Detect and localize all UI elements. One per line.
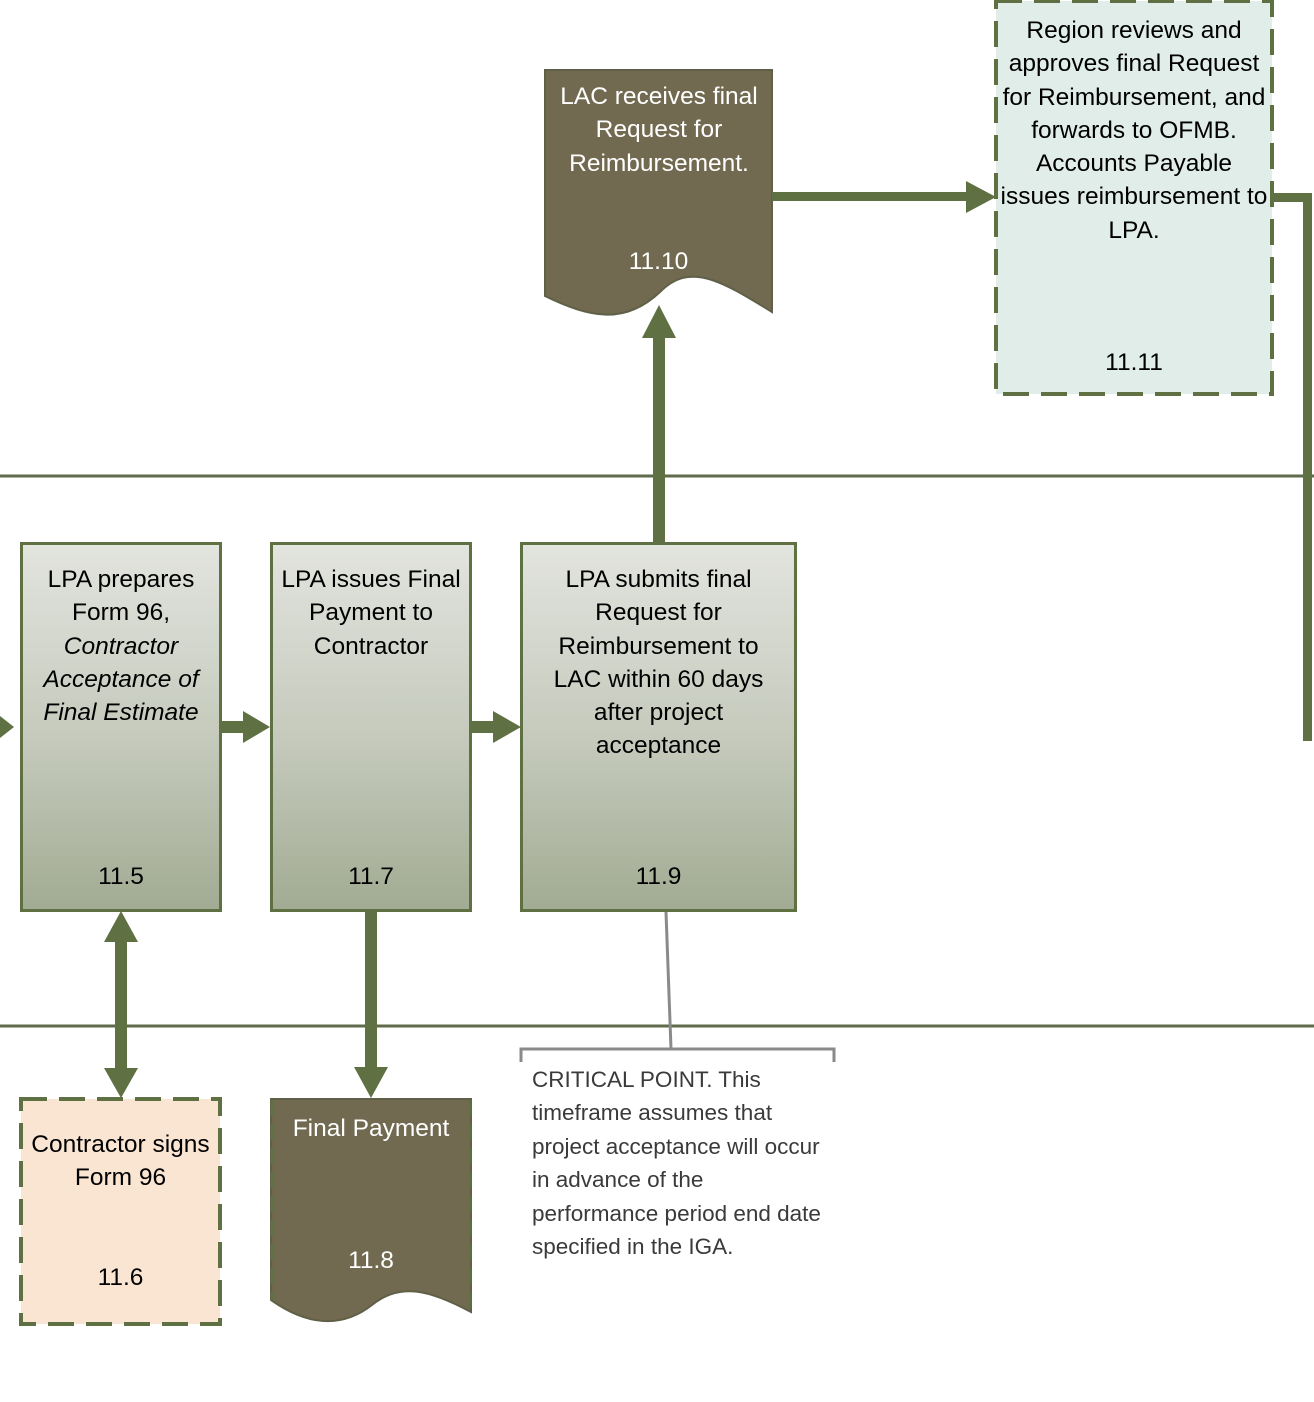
arrowhead-11-10: [642, 305, 676, 338]
step-11-8-number: 11.8: [348, 1247, 394, 1274]
callout-leader-line: [664, 911, 673, 1050]
arrowhead-up-11-5: [104, 911, 138, 942]
step-11-6-text: Contractor signs Form 96: [31, 1131, 210, 1192]
arrowhead-11-11: [966, 181, 996, 213]
connector-11-5-to-11-7-shaft: [221, 721, 247, 733]
arrow-into-11-5: [0, 716, 14, 738]
connector-11-9-to-11-10-shaft: [653, 332, 665, 544]
step-11-8-text: Final Payment: [292, 1115, 450, 1142]
critical-point-note: CRITICAL POINT. This timeframe assumes t…: [532, 1067, 821, 1260]
step-11-9-text: LPA submits final Request for Reimbursem…: [553, 566, 764, 760]
step-11-11-number: 11.11: [1105, 349, 1163, 376]
process-box-11-9: LPA submits final Request for Reimbursem…: [520, 542, 797, 912]
step-11-5-number: 11.5: [98, 863, 144, 890]
process-box-11-7: LPA issues Final Payment to Contractor 1…: [270, 542, 472, 912]
connectors: [0, 181, 1312, 1098]
step-11-5-form-title: Contractor Acceptance of Final Estimate: [43, 632, 199, 727]
connector-11-11-exit-horizontal: [1272, 193, 1312, 202]
step-11-11-text: Region reviews and approves final Reques…: [1000, 17, 1268, 244]
dashed-box-11-6: [19, 1097, 222, 1326]
step-11-10-text: LAC receives final Request for Reimburse…: [560, 83, 758, 177]
step-11-7-number: 11.7: [348, 863, 394, 890]
connector-11-7-to-11-9-shaft: [471, 721, 497, 733]
arrowhead-down-11-6: [104, 1068, 138, 1098]
callout-bracket: [519, 1047, 836, 1062]
document-shape-11-8: [270, 1098, 472, 1323]
arrowhead-11-7: [243, 711, 270, 743]
step-11-9-number: 11.9: [635, 863, 682, 890]
process-box-11-5: LPA prepares Form 96, Contractor Accepta…: [20, 542, 222, 912]
step-11-6-number: 11.6: [97, 1264, 144, 1291]
document-shape-11-10: [544, 69, 773, 316]
connector-11-11-exit-vertical: [1303, 193, 1312, 741]
step-11-5-line2: Form 96,: [71, 599, 171, 627]
arrowhead-11-8: [354, 1067, 388, 1098]
connector-11-10-to-11-11-shaft: [772, 192, 972, 201]
arrowhead-11-9: [493, 711, 521, 743]
step-11-5-line1: LPA prepares: [47, 566, 195, 593]
step-11-10-number: 11.10: [628, 248, 689, 275]
connector-11-7-to-11-8-shaft: [365, 911, 377, 1071]
step-11-7-text: LPA issues Final Payment to Contractor: [281, 566, 461, 660]
step-11-5-text: LPA prepares Form 96, Contractor Accepta…: [23, 563, 219, 729]
connector-11-5-to-11-6-shaft: [115, 935, 127, 1075]
